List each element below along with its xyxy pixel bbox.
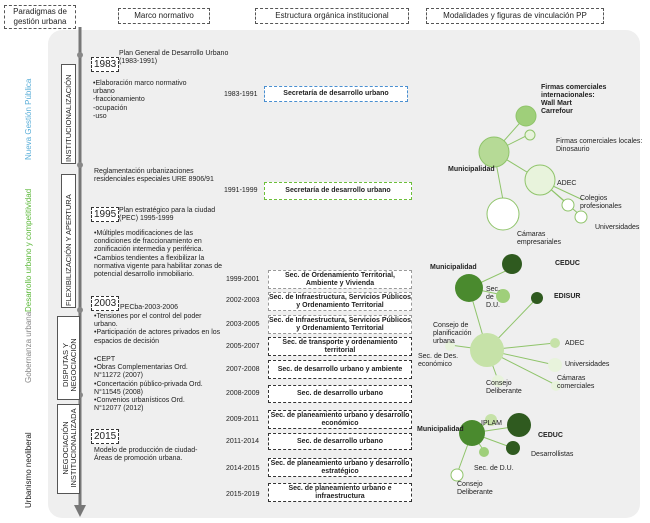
label-secdu-1: Sec. de D.U.	[486, 286, 501, 309]
marco-tensiones: •Tensiones por el control del poder urba…	[94, 313, 221, 345]
phase-institucionalizacion: INSTITUCIONALIZACIÓN	[61, 64, 76, 164]
marco-pec: Plan estratégico para la ciudad (PEC) 19…	[119, 207, 216, 223]
label-ceduc-1: CEDUC	[555, 260, 580, 267]
org-transporte: Sec. de transporte y ordenamiento territ…	[268, 337, 412, 356]
node-secdu-1	[496, 289, 510, 303]
org-range: 1983-1991	[224, 91, 258, 98]
org-secretaria-desarrollo-urbano-2: Secretaría de desarrollo urbano	[264, 182, 412, 200]
org-desarrollo-urbano-2011: Sec. de desarrollo urbano	[268, 433, 412, 450]
org-secretaria-desarrollo-urbano: Secretaría de desarrollo urbano	[264, 86, 408, 102]
timeline-node	[77, 307, 83, 313]
node-camaras-1	[486, 197, 520, 231]
label-universidades-2: Universidades	[565, 361, 610, 368]
header-modalidades: Modalidades y figuras de vinculación PP	[426, 8, 604, 24]
phase-negociacion: NEGOCIACIÓN INSTITUCIONALIZADA	[57, 404, 80, 494]
header-paradigmas: Paradigmas de gestión urbana	[4, 5, 76, 29]
label-firmas-internacionales: Firmas comerciales internacionales: Wall…	[541, 84, 607, 115]
phase-flexibilizacion: FLEXIBILIZACIÓN Y APERTURA	[61, 174, 76, 308]
org-desarrollo-urbano-ambiente: Sec. de desarrollo urbano y ambiente	[268, 360, 412, 379]
org-range: 2008-2009	[226, 390, 260, 397]
org-planeamiento-desarrollo-economico: Sec. de planeamiento urbano y desarrollo…	[268, 410, 412, 429]
org-range: 2007-2008	[226, 366, 260, 373]
label-consejo-planificacion: Consejo de planificación urbana	[433, 322, 472, 345]
node-desarrollistas	[506, 441, 520, 455]
label-secdu-2: Sec. de D.U.	[474, 465, 514, 472]
org-infraestructura-servicios-2: Sec. de Infraestructura, Servicios Públi…	[268, 315, 412, 334]
phase-disputas: DISPUTAS Y NEGOCIACIÓN	[57, 316, 80, 400]
org-range: 2011-2014	[226, 438, 259, 445]
label-adec-2: ADEC	[565, 340, 585, 347]
marco-cept: •CEPT •Obras Complementarias Ord. N°1127…	[94, 356, 203, 413]
marco-multiples: •Múltiples modificaciones de las condici…	[94, 230, 223, 279]
label-ceduc-2: CEDUC	[538, 432, 563, 439]
org-range: 2003-2005	[226, 321, 260, 328]
org-range: 2014-2015	[226, 465, 260, 472]
node-ceduc-2	[507, 413, 531, 437]
node-ceduc-1	[502, 254, 522, 274]
node-firmas-locales	[524, 129, 536, 141]
year-1983: 1983	[91, 57, 120, 72]
marco-plan-1983: Plan General de Desarrollo Urbano (1983-…	[119, 50, 229, 66]
node-adec-1	[524, 164, 556, 196]
node-municipalidad-1	[478, 136, 510, 168]
marco-elaboracion: •Elaboración marco normativo urbano -fra…	[93, 80, 187, 120]
node-camaras-2	[551, 381, 561, 391]
org-planeamiento-infraestructura: Sec. de planeamiento urbano e infraestru…	[268, 483, 412, 502]
marco-pecba: PECba-2003-2006	[120, 304, 178, 311]
year-1995: 1995	[91, 207, 120, 222]
node-colegios	[561, 198, 575, 212]
node-edisur	[531, 292, 543, 304]
label-municipalidad-1: Municipalidad	[448, 166, 495, 173]
node-sec-des	[445, 341, 455, 351]
header-marco: Marco normativo	[118, 8, 210, 24]
org-ordenamiento-territorial: Sec. de Ordenamiento Territorial, Ambien…	[268, 270, 412, 289]
node-universidades-2	[548, 358, 562, 372]
year-2003: 2003	[91, 296, 120, 311]
node-firmas-internacionales	[515, 105, 537, 127]
label-universidades-1: Universidades	[595, 224, 640, 231]
org-range: 2015-2019	[226, 491, 260, 498]
org-desarrollo-urbano: Sec. de desarrollo urbano	[268, 385, 412, 403]
node-consejo-deliberante-1	[492, 375, 504, 387]
label-consejo-deliberante-1: Consejo Deliberante	[486, 380, 522, 395]
label-adec-1: ADEC	[557, 180, 577, 187]
node-municipalidad-3	[459, 420, 485, 446]
label-municipalidad-2: Municipalidad	[430, 264, 477, 271]
timeline-node	[77, 162, 83, 168]
header-estructura: Estructura orgánica institucional	[255, 8, 409, 24]
marco-reglamentacion: Reglamentación urbanizaciones residencia…	[94, 168, 214, 184]
label-colegios: Colegios profesionales	[580, 195, 622, 210]
org-range: 2002-2003	[226, 297, 260, 304]
node-iplam	[485, 414, 497, 426]
label-camaras-2: Cámaras comerciales	[557, 375, 595, 390]
org-range: 1991-1999	[224, 187, 258, 194]
year-2015: 2015	[91, 429, 120, 444]
node-secdu-2	[479, 447, 489, 457]
org-infraestructura-servicios: Sec. de Infraestructura, Servicios Públi…	[268, 292, 412, 311]
marco-modelo: Modelo de producción de ciudad-Áreas de …	[94, 447, 198, 463]
label-camaras-1: Cámaras empresariales	[517, 231, 561, 246]
org-range: 2005-2007	[226, 343, 260, 350]
node-municipalidad-2	[455, 274, 483, 302]
node-consejo-deliberante-2	[450, 468, 464, 482]
timeline-node	[77, 52, 83, 58]
label-municipalidad-3: Municipalidad	[417, 426, 464, 433]
label-edisur: EDISUR	[554, 293, 581, 300]
node-consejo-planificacion	[470, 333, 504, 367]
org-range: 1999-2001	[226, 276, 260, 283]
node-universidades-1	[574, 210, 588, 224]
label-sec-des: Sec. de Des. económico	[418, 353, 459, 368]
node-adec-2	[550, 338, 560, 348]
label-consejo-deliberante-2: Consejo Deliberante	[457, 481, 493, 496]
org-range: 2009-2011	[226, 416, 259, 423]
org-planeamiento-estrategico: Sec. de planeamiento urbano y desarrollo…	[268, 458, 412, 477]
label-iplam: IPLAM	[481, 420, 503, 427]
label-desarrollistas: Desarrollistas	[531, 451, 574, 458]
label-firmas-locales: Firmas comerciales locales: Dinosaurio	[556, 138, 643, 153]
